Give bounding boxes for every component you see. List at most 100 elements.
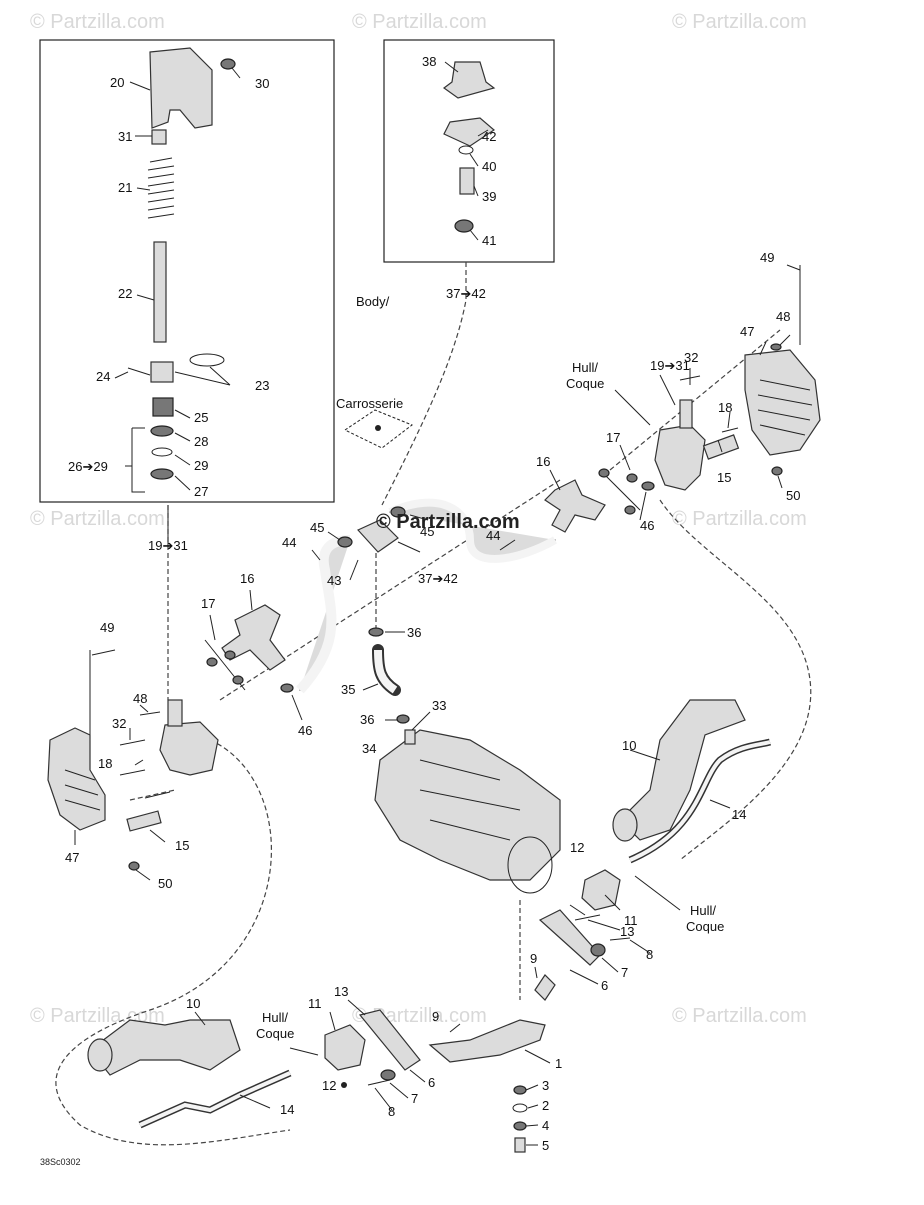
- part-10-opening: [612, 808, 638, 842]
- part-10-elbow: [619, 699, 746, 841]
- callout-43: 43: [327, 573, 341, 588]
- part-13-screw: [574, 914, 601, 921]
- callout-7: 7: [621, 965, 628, 980]
- part-6-arm-lower: [358, 1009, 421, 1071]
- callout-31: 31: [118, 129, 132, 144]
- part-39-shaft: [459, 167, 475, 195]
- route-line: [381, 262, 467, 506]
- label-body: Body/: [356, 294, 390, 309]
- callout-49: 49: [100, 620, 114, 635]
- part-45-clamp: [390, 506, 406, 518]
- label-coque: Coque: [566, 376, 604, 391]
- part-41-seal: [454, 219, 474, 233]
- part-35-hose-inner: [374, 649, 398, 694]
- part-32-screw: [119, 739, 146, 746]
- part-12-point: [341, 1082, 347, 1088]
- inset-box-support: [383, 39, 555, 263]
- part-4-washer: [513, 1121, 527, 1131]
- callout-18: 18: [718, 400, 732, 415]
- part-14-cable-inner: [629, 740, 771, 862]
- callout-46: 46: [298, 723, 312, 738]
- part-45-clamp: [337, 536, 353, 548]
- callout-37-42: 37➔42: [418, 571, 458, 586]
- callout-50: 50: [158, 876, 172, 891]
- part-7-bushing-lower: [380, 1069, 396, 1081]
- callout-12: 12: [570, 840, 584, 855]
- callout-8: 8: [388, 1104, 395, 1119]
- callout-32: 32: [684, 350, 698, 365]
- route-line: [129, 789, 176, 801]
- callout-16: 16: [240, 571, 254, 586]
- part-29-ring: [151, 447, 173, 457]
- callout-48: 48: [776, 309, 790, 324]
- part-15-cover: [126, 810, 162, 832]
- part-3-washer: [513, 1085, 527, 1095]
- label-hull: Hull/: [690, 903, 716, 918]
- part-42-gasket: [443, 117, 495, 147]
- callout-30: 30: [255, 76, 269, 91]
- part-16-lever: [544, 479, 606, 533]
- part-28-seal: [150, 425, 174, 437]
- callout-6: 6: [428, 1075, 435, 1090]
- part-25-bearing: [152, 397, 174, 417]
- bushing: [224, 650, 236, 660]
- callout-49: 49: [760, 250, 774, 265]
- callout-11: 11: [308, 996, 322, 1011]
- route-line: [55, 739, 291, 1146]
- part-46-bushing: [280, 683, 294, 693]
- support-assembly: [442, 61, 496, 233]
- part-8-bolt: [609, 937, 631, 941]
- part-10-opening-lower: [87, 1038, 113, 1072]
- inset-box-steering-column: [39, 39, 335, 503]
- callout-37-42: 37➔42: [446, 286, 486, 301]
- callout-20: 20: [110, 75, 124, 90]
- callout-4: 4: [542, 1118, 549, 1133]
- part-23-bushing: [150, 361, 174, 383]
- callout-14: 14: [280, 1102, 294, 1117]
- part-33-fitting: [404, 729, 416, 745]
- part-14-cable-lower-inner: [139, 1071, 291, 1127]
- callout-13: 13: [334, 984, 348, 999]
- callout-42: 42: [482, 129, 496, 144]
- watermark: © Partzilla.com: [30, 11, 165, 33]
- part-31-nut: [151, 129, 167, 145]
- watermark: © Partzilla.com: [672, 11, 807, 33]
- watermark: © Partzilla.com: [30, 508, 165, 530]
- part-44-hose-left-inner: [296, 535, 351, 694]
- callout-10: 10: [186, 996, 200, 1011]
- part-47-hand-grip: [47, 727, 106, 831]
- part-46-bushing: [641, 481, 655, 491]
- left-steering-housing: [47, 650, 219, 871]
- body-plate: [343, 409, 413, 449]
- callout-10: 10: [622, 738, 636, 753]
- callout-29: 29: [194, 458, 208, 473]
- callout-15: 15: [717, 470, 731, 485]
- callout-38: 38: [422, 54, 436, 69]
- pump-outlet: [507, 836, 553, 894]
- callout-45: 45: [310, 520, 324, 535]
- part-50-nut: [771, 466, 783, 476]
- grip-ribs: [64, 769, 101, 811]
- callout-28: 28: [194, 434, 208, 449]
- part-32-screw: [119, 769, 146, 776]
- part-24-pin: [127, 367, 151, 376]
- watermark: © Partzilla.com: [672, 1005, 807, 1027]
- pump-ribs: [419, 759, 521, 841]
- callout-7: 7: [411, 1091, 418, 1106]
- body-point: [375, 425, 381, 431]
- callout-50: 50: [786, 488, 800, 503]
- callout-45: 45: [420, 524, 434, 539]
- callout-3: 3: [542, 1078, 549, 1093]
- center-watermark: © Partzilla.com: [376, 511, 520, 533]
- part-10-elbow-lower: [89, 1019, 241, 1076]
- callout-34: 34: [362, 741, 376, 756]
- part-37-support: [357, 519, 399, 553]
- callout-33: 33: [432, 698, 446, 713]
- callout-41: 41: [482, 233, 496, 248]
- callout-48: 48: [133, 691, 147, 706]
- steering-column-assembly: [127, 47, 236, 480]
- route-line: [609, 329, 781, 471]
- jet-pump-housing: [374, 729, 561, 881]
